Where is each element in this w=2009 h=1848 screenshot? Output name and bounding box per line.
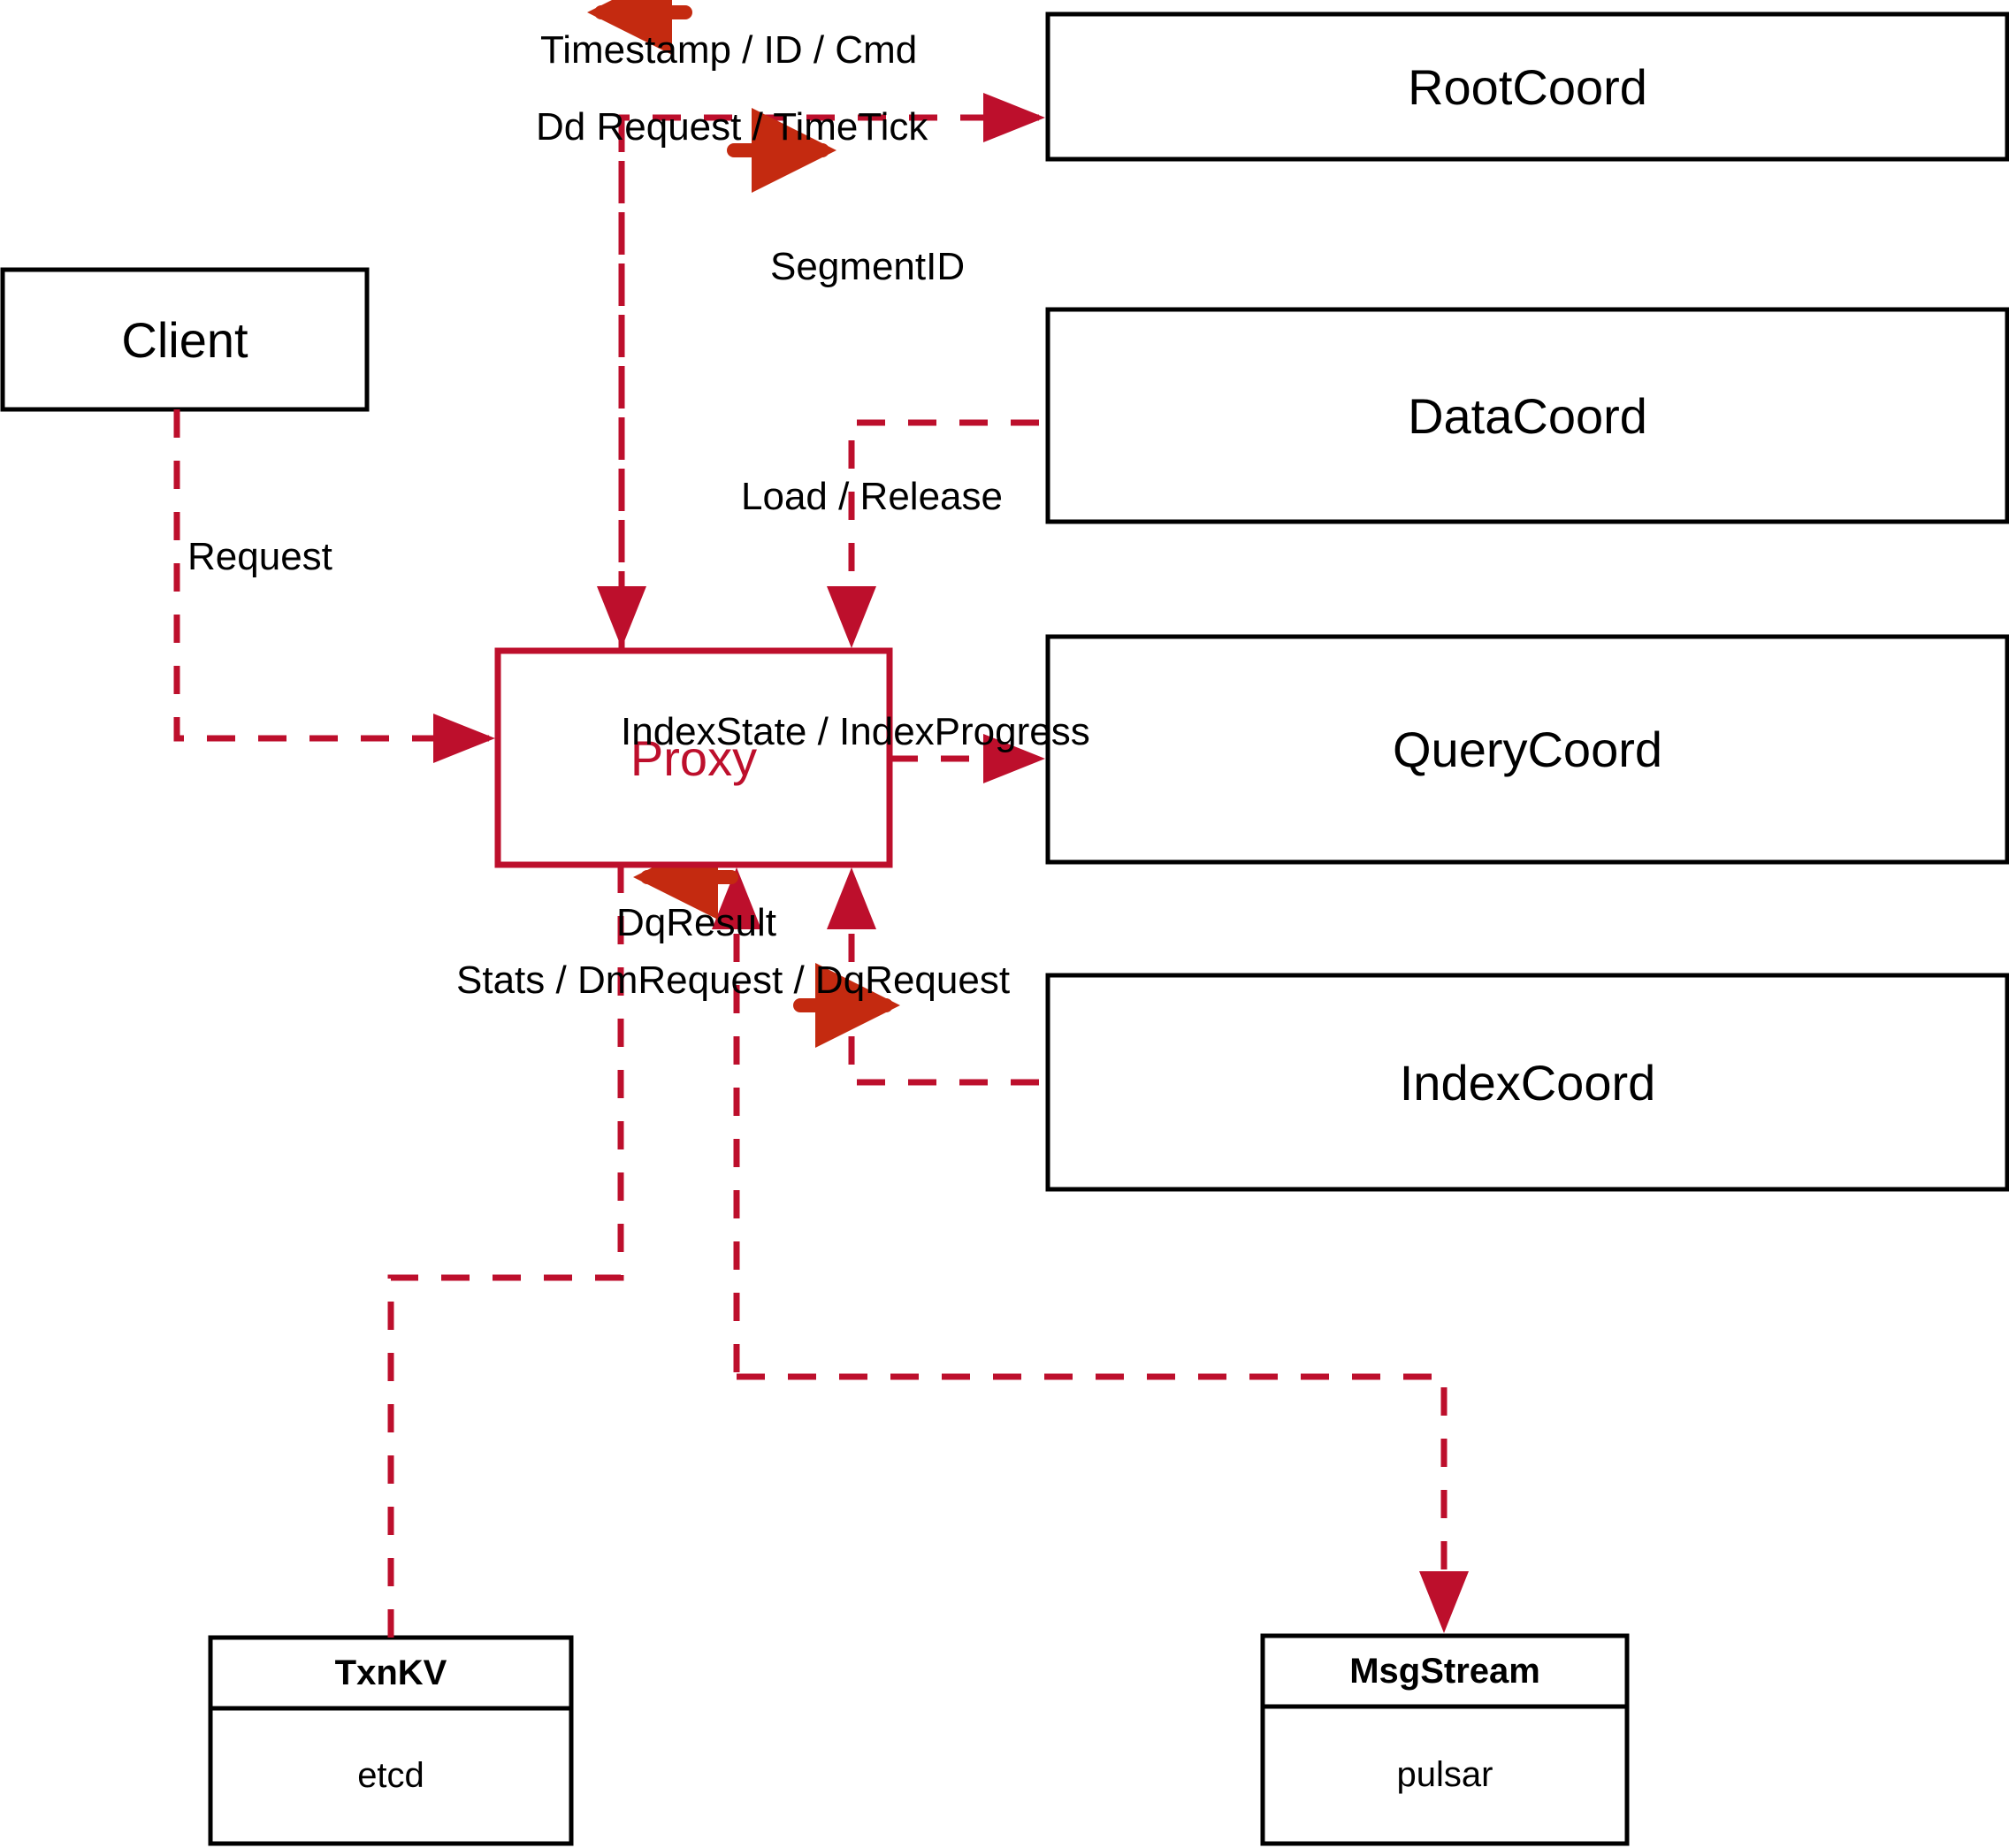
node-label-indexcoord: IndexCoord xyxy=(1399,1054,1656,1111)
edge-label-timestamp-id-cmd: Timestamp / ID / Cmd xyxy=(540,28,918,72)
link-datacoord-to-proxy[interactable] xyxy=(827,419,1039,648)
node-box-txnkv[interactable] xyxy=(208,1635,574,1846)
node-box-client[interactable] xyxy=(0,267,370,412)
link-proxy-to-msgstream[interactable] xyxy=(737,1373,1469,1633)
node-label-proxy: Proxy xyxy=(630,729,758,786)
node-label-client: Client xyxy=(121,311,248,368)
edge-label-load-release: Load / Release xyxy=(741,475,1003,518)
node-label-datacoord: DataCoord xyxy=(1408,387,1647,444)
store-title-msgstream: MsgStream xyxy=(1349,1651,1540,1691)
node-box-msgstream[interactable] xyxy=(1260,1633,1630,1846)
store-title-txnkv: TxnKV xyxy=(334,1653,447,1692)
edge-label-dqresult: DqResult xyxy=(616,901,776,944)
node-box-indexcoord[interactable] xyxy=(1045,973,2009,1192)
node-label-querycoord: QueryCoord xyxy=(1392,722,1663,777)
store-body-msgstream: pulsar xyxy=(1396,1755,1493,1794)
node-label-rootcoord: RootCoord xyxy=(1408,58,1647,115)
edge-label-request: Request xyxy=(187,535,332,578)
link-proxy-to-rootcoord[interactable] xyxy=(618,93,1045,651)
edge-label-segmentid: SegmentID xyxy=(770,245,966,288)
edge-label-indexstate-indexprogress: IndexState / IndexProgress xyxy=(621,710,1090,753)
store-body-txnkv: etcd xyxy=(357,1756,424,1795)
link-client-to-proxy[interactable] xyxy=(173,409,495,763)
link-indexcoord-to-proxy[interactable] xyxy=(827,867,1039,1086)
edge-label-dd-request-timetick: Dd Request / TimeTick xyxy=(536,105,928,149)
node-box-proxy[interactable] xyxy=(494,647,893,868)
link-proxy-to-txnkv[interactable] xyxy=(387,865,624,1638)
node-box-rootcoord[interactable] xyxy=(1045,11,2009,162)
edge-label-stats-dmrequest-dqrequest: Stats / DmRequest / DqRequest xyxy=(456,958,1011,1002)
node-box-querycoord[interactable] xyxy=(1045,634,2009,865)
node-box-datacoord[interactable] xyxy=(1045,307,2009,524)
